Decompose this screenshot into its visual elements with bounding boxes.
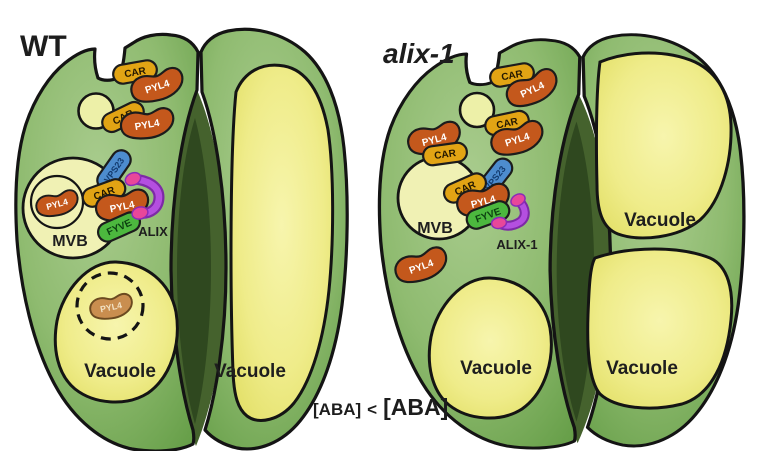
car-protein: CAR	[487, 60, 537, 90]
aba-high: [ABA]	[383, 394, 448, 420]
alix-protein	[124, 171, 165, 220]
dashed-degradation-circle	[75, 271, 145, 341]
svg-text:CAR: CAR	[501, 69, 525, 84]
pyl4-protein: PYL4	[501, 64, 564, 114]
vacuole-right	[229, 63, 335, 422]
svg-text:PYL4: PYL4	[134, 118, 161, 133]
pyl4-protein: PYL4	[126, 63, 189, 109]
panel-title-alix1: alix-1	[383, 38, 455, 69]
alix-label: ALIX-1	[496, 237, 537, 252]
aba-operator: <	[367, 400, 377, 419]
vesicle	[458, 91, 496, 129]
svg-text:CAR: CAR	[434, 148, 458, 162]
wt-panel: Vacuole PYL4 Vacuole CAR PYL4 CAR PYL4	[14, 27, 349, 451]
vacuole-label: Vacuole	[214, 361, 286, 382]
svg-text:PYL4: PYL4	[99, 300, 123, 314]
aba-comparison: [ABA] < [ABA]	[313, 394, 448, 420]
panel-title-wt: WT	[20, 30, 67, 63]
pyl4-protein-free: PYL4	[390, 242, 453, 290]
pyl4-protein: PYL4	[33, 186, 82, 222]
pyl4-protein: PYL4	[486, 116, 549, 162]
mvb-label: MVB	[417, 220, 453, 237]
alix-label: ALIX	[138, 224, 168, 239]
vacuole-right-bottom	[586, 247, 734, 410]
car-protein: CAR	[420, 140, 470, 168]
svg-text:CAR: CAR	[495, 116, 519, 131]
vacuole-right-top	[594, 51, 733, 240]
aba-low: [ABA]	[313, 400, 361, 419]
vacuole-label: Vacuole	[624, 210, 696, 231]
vacuole-label: Vacuole	[606, 358, 678, 379]
vacuole-label: Vacuole	[84, 361, 156, 382]
fyve-protein: FYVE	[93, 208, 145, 246]
car-protein: CAR	[482, 108, 532, 138]
pyl4-protein-degrading: PYL4	[87, 290, 136, 324]
alix1-panel: Vacuole Vacuole Vacuole CAR PYL4 CAR PYL…	[377, 33, 746, 450]
pyl4-protein: PYL4	[117, 104, 178, 144]
alix1-protein	[490, 193, 530, 231]
vacuole-label: Vacuole	[460, 358, 532, 379]
mvb-label: MVB	[52, 233, 88, 250]
